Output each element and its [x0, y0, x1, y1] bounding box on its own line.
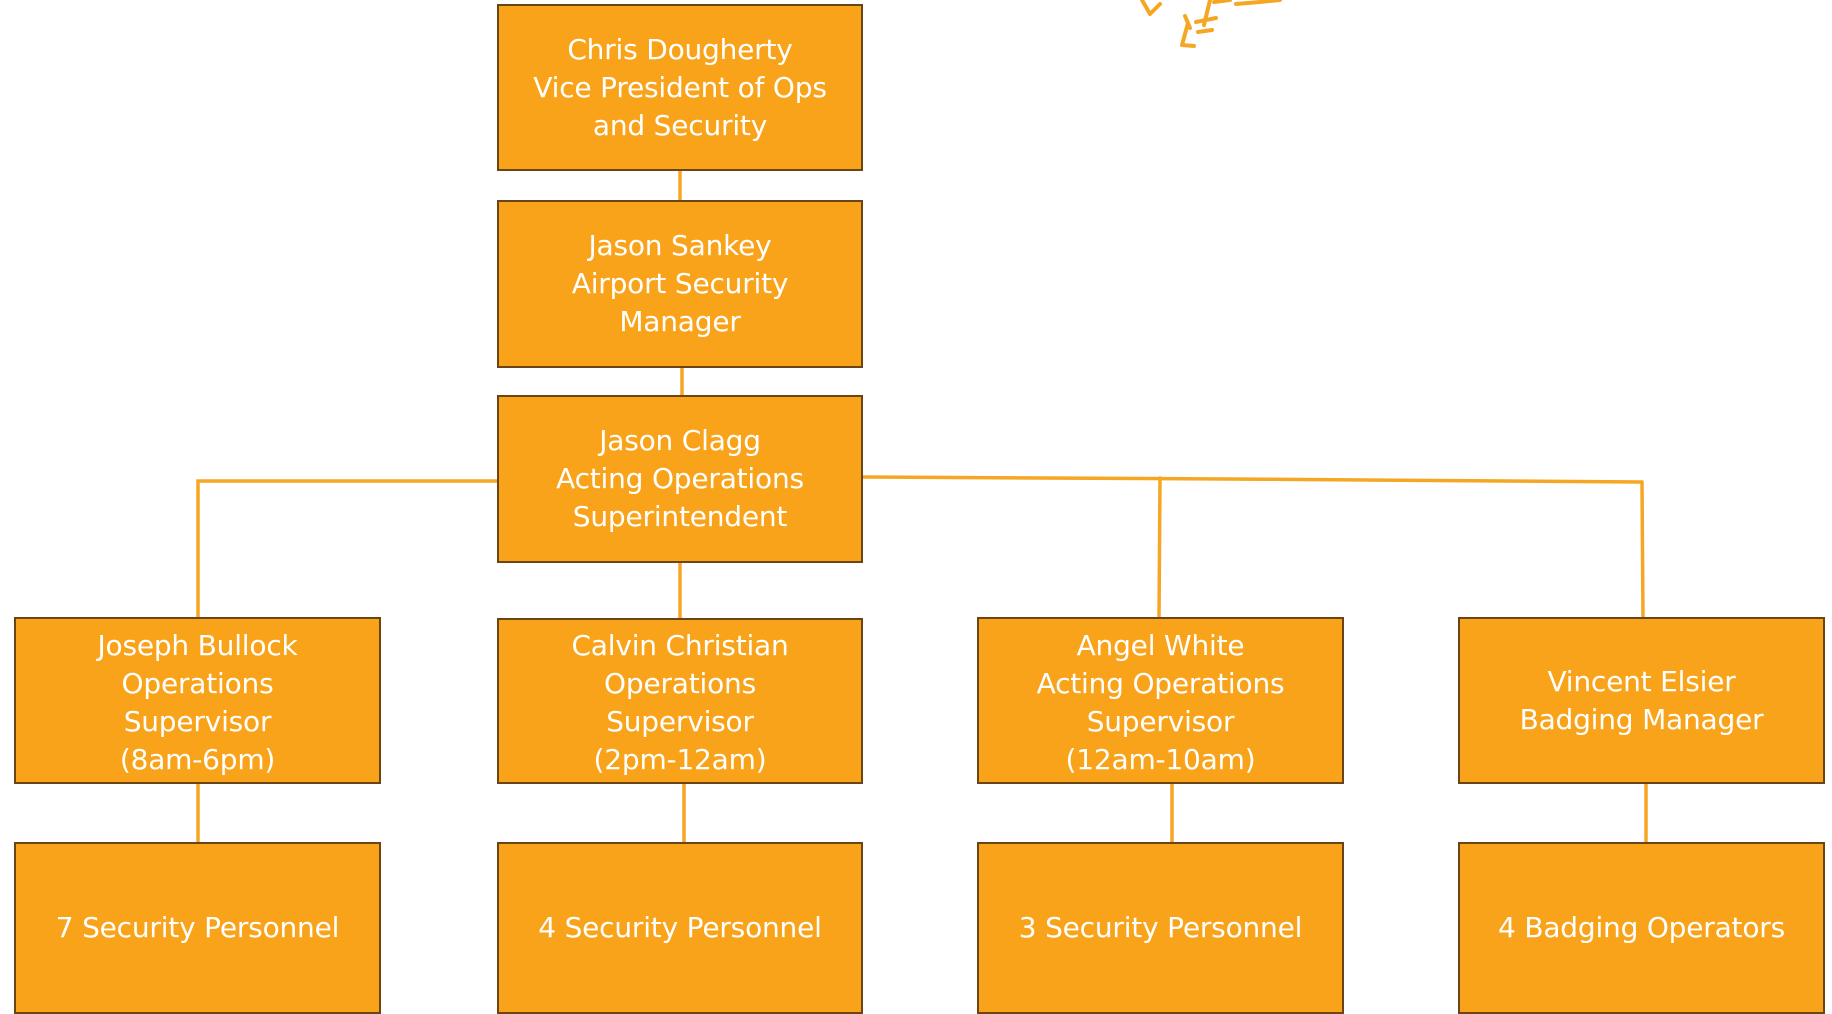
node-security-manager-title-line1: Airport Security [571, 267, 789, 300]
node-team-calvin[interactable]: 4 Security Personnel [497, 842, 863, 1014]
node-team-joseph[interactable]: 7 Security Personnel [14, 842, 381, 1014]
node-team-label: 7 Security Personnel [55, 911, 340, 944]
node-supervisor-name: Angel White [1076, 628, 1245, 662]
node-supervisor-calvin[interactable]: Calvin Christian Operations Supervisor (… [497, 618, 863, 784]
node-badging-manager-name: Vincent Elsier [1547, 664, 1736, 698]
node-supervisor-name: Joseph Bullock [97, 628, 298, 662]
node-supervisor-shift: (8am-6pm) [119, 742, 276, 776]
node-team-label: 4 Security Personnel [538, 911, 822, 944]
node-superintendent-title-line1: Acting Operations [556, 462, 804, 495]
node-supervisor-title-line1: Acting Operations [1036, 666, 1285, 700]
node-supervisor-title-line1: Operations [604, 667, 756, 700]
connector-superintendent-joseph [196, 479, 499, 620]
node-supervisor-title-line2: Supervisor [1086, 704, 1235, 738]
node-vp-title-line1: Vice President of Ops [533, 70, 827, 104]
node-team-angel[interactable]: 3 Security Personnel [977, 842, 1344, 1014]
node-supervisor-joseph[interactable]: Joseph Bullock Operations Supervisor (8a… [14, 617, 381, 784]
connector-to-angel [1157, 476, 1162, 620]
connector-superintendent-right [861, 475, 1644, 484]
node-supervisor-name: Calvin Christian [571, 629, 789, 662]
node-supervisor-title-line2: Supervisor [123, 704, 272, 738]
node-supervisor-shift: (2pm-12am) [593, 743, 767, 776]
node-superintendent[interactable]: Jason Clagg Acting Operations Superinten… [497, 395, 863, 563]
node-superintendent-name: Jason Clagg [599, 424, 761, 457]
node-security-manager-name: Jason Sankey [588, 229, 772, 262]
node-security-manager-title-line2: Manager [619, 305, 741, 338]
node-team-label: 4 Badging Operators [1498, 911, 1785, 944]
node-supervisor-angel[interactable]: Angel White Acting Operations Supervisor… [977, 617, 1344, 784]
node-badging-manager-title: Badging Manager [1519, 702, 1764, 736]
handwritten-mark [1140, 0, 1282, 48]
node-supervisor-title-line2: Supervisor [606, 705, 754, 738]
node-team-label: 3 Security Personnel [1018, 911, 1303, 944]
node-vp[interactable]: Chris Dougherty Vice President of Ops an… [497, 4, 863, 171]
node-vp-name: Chris Dougherty [567, 32, 793, 66]
connector-to-vincent [1640, 480, 1645, 620]
node-badging-manager[interactable]: Vincent Elsier Badging Manager [1458, 617, 1825, 784]
node-supervisor-shift: (12am-10am) [1065, 742, 1256, 776]
node-security-manager[interactable]: Jason Sankey Airport Security Manager [497, 200, 863, 368]
node-superintendent-title-line2: Superintendent [572, 500, 788, 533]
node-team-vincent[interactable]: 4 Badging Operators [1458, 842, 1825, 1014]
node-supervisor-title-line1: Operations [121, 666, 274, 700]
node-vp-title-line2: and Security [592, 108, 768, 142]
